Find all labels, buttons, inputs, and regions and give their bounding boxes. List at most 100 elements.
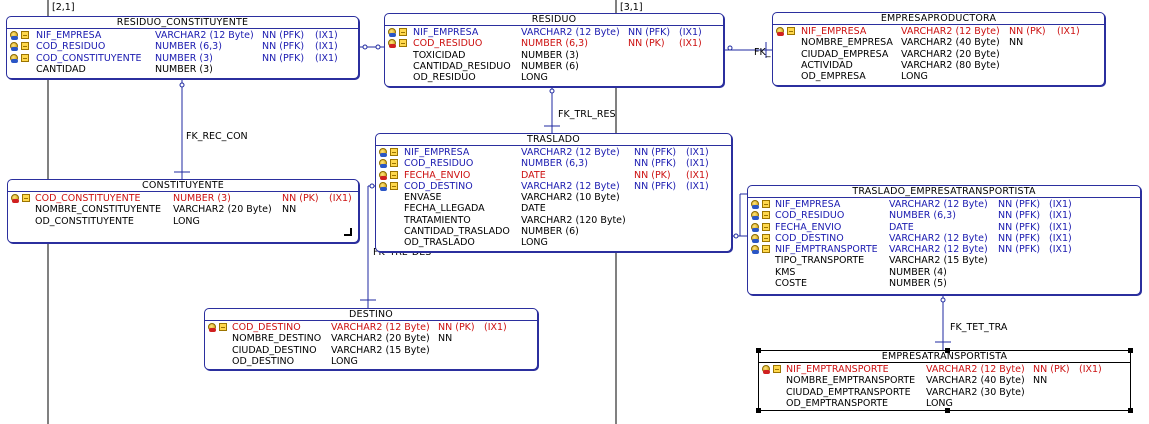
column-nullability: NN (PFK) [262,30,305,41]
relationship-label-fk-tet-tra[interactable]: FK_TET_TRA [950,322,1008,333]
selection-handle-tl[interactable] [756,348,761,353]
column-name: OD_EMPRESA [801,71,866,83]
primary-foreign-key-icon [388,28,408,37]
link-et-tet-end [940,297,946,303]
column-type: DATE [889,221,914,233]
column-nullability: NN (PK) [1033,364,1070,375]
primary-foreign-key-icon [379,159,399,169]
relationship-label-fk-rec-con[interactable]: FK_REC_CON [186,131,248,142]
column-type: VARCHAR2 (30 Byte) [926,386,1025,398]
column-type: NUMBER (4) [889,266,947,278]
column-name: OD_DESTINO [232,355,295,367]
column-type: NUMBER (6,3) [521,158,588,170]
column-nullability: NN (PFK) [628,27,671,38]
column-index: (IX1) [1049,221,1072,233]
column-index: (IX1) [315,30,338,41]
column-type: VARCHAR2 (12 Byte) [521,180,620,192]
relationship-label-fk-partial[interactable]: FK_ [754,47,771,58]
resize-handle-icon[interactable] [344,228,352,236]
primary-foreign-key-icon [379,181,399,191]
column-name: COD_RESIDUO [413,38,483,50]
primary-foreign-key-icon [751,222,771,232]
selection-handle-bl[interactable] [756,408,761,413]
column-name: NOMBRE_DESTINO [232,333,322,345]
column-type: NUMBER (3) [521,49,579,61]
column-nullability: NN [1009,37,1024,49]
column-nullability: NN (PFK) [998,210,1041,222]
column-row[interactable]: KMS NUMBER (4) [748,267,1140,278]
column-name: NIF_EMPRESA [775,199,841,210]
selection-handle-top[interactable] [944,348,950,353]
table-title: RESIDUO_CONSTITUYENTE [7,17,358,29]
column-type: DATE [521,169,546,181]
column-name: OD_CONSTITUYENTE [35,215,134,227]
column-type: LONG [521,237,548,249]
column-name: CANTIDAD_TRASLADO [404,226,510,238]
column-type: DATE [521,203,546,215]
column-index: (IX1) [686,169,709,181]
column-name: COD_RESIDUO [36,41,106,53]
relationship-label-fk-trl-res[interactable]: FK_TRL_RES [558,109,616,120]
selection-handle-bottom[interactable] [944,408,950,413]
column-type: NUMBER (3) [155,52,213,64]
primary-key-icon [762,365,782,374]
primary-foreign-key-icon [751,211,771,221]
selection-handle-tr[interactable] [1128,348,1133,353]
column-type: VARCHAR2 (12 Byte) [901,26,1000,37]
column-name: KMS [775,266,796,278]
column-name: NOMBRE_CONSTITUYENTE [35,204,161,216]
selection-handle-br[interactable] [1128,408,1133,413]
